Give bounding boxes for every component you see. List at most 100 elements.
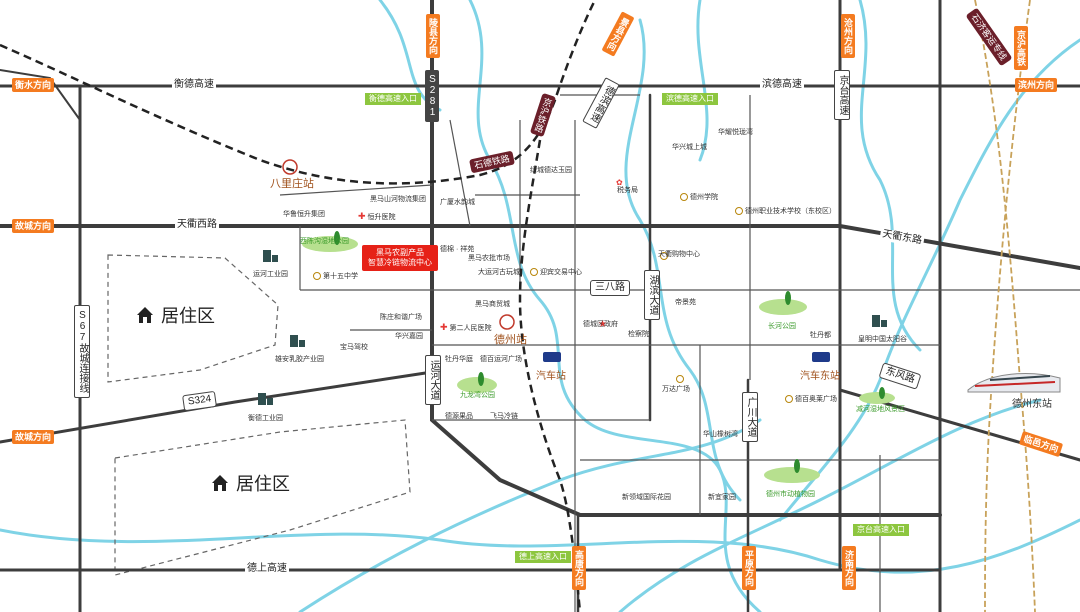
project-highlight: 黑马农副产品 智慧冷链物流中心 bbox=[362, 245, 438, 271]
star-icon: ★ bbox=[598, 319, 607, 330]
poi-label: ✚第二人民医院 bbox=[440, 323, 492, 333]
poi-text: 恒升医院 bbox=[367, 214, 396, 221]
poi-label: 迎宾交易中心 bbox=[530, 268, 582, 277]
bus-icons bbox=[543, 352, 830, 362]
poi-label: 陈庄和谐广场 bbox=[380, 314, 422, 321]
road-label: S281 bbox=[425, 70, 439, 122]
direction-tag: 故城方向 bbox=[12, 219, 55, 233]
poi-label bbox=[676, 375, 686, 384]
poi-dot-icon bbox=[785, 395, 793, 404]
road-label: 滨德高速 bbox=[760, 79, 804, 91]
poi-label: 牡丹都 bbox=[810, 332, 831, 339]
poi-text: 德百奥莱广场 bbox=[795, 396, 837, 403]
poi-label: 绿城德达玉园 bbox=[530, 167, 572, 174]
park-label: 德州市动植物园 bbox=[766, 491, 815, 498]
bus-station-label: 汽车站 bbox=[536, 371, 566, 382]
poi-label: 新领域国际花园 bbox=[622, 494, 671, 501]
direction-tag: 高唐方向 bbox=[572, 546, 586, 590]
poi-label: 万达广场 bbox=[662, 386, 690, 393]
poi-label: 牡丹华庭 bbox=[445, 356, 473, 363]
direction-tag: 滨州方向 bbox=[1015, 78, 1058, 92]
poi-label: 德百奥莱广场 bbox=[785, 395, 837, 404]
direction-tag: 平原方向 bbox=[742, 546, 756, 590]
poi-dot-icon bbox=[530, 268, 538, 277]
poi-label: ★ bbox=[598, 320, 609, 330]
poi-label: 天衢购物中心 bbox=[658, 251, 700, 258]
railways bbox=[0, 0, 597, 612]
poi-label: 华鲁恒升集团 bbox=[283, 211, 325, 218]
residential-zone-text: 居住区 bbox=[236, 474, 290, 494]
park-label: 西陈沟湿地公园 bbox=[300, 238, 349, 245]
residential-zone-label: 居住区 bbox=[210, 470, 290, 496]
park-label: 长河公园 bbox=[768, 323, 796, 330]
road-label: 衡德高速 bbox=[172, 79, 216, 91]
park-trees bbox=[334, 231, 885, 473]
poi-label: 检察院 bbox=[628, 331, 649, 338]
poi-label: 德百运河广场 bbox=[480, 356, 522, 363]
poi-label: 华兴嘉园 bbox=[395, 333, 423, 340]
direction-tag: 陵县方向 bbox=[426, 14, 440, 58]
road-label: 运河大道 bbox=[425, 355, 441, 405]
residential-zone-text: 居住区 bbox=[161, 306, 215, 326]
direction-tag: 沧州方向 bbox=[841, 14, 855, 58]
poi-text: 德州职业技术学校（东校区） bbox=[745, 208, 836, 215]
residential-zones bbox=[107, 254, 411, 576]
poi-label: 税务局 bbox=[617, 187, 638, 194]
project-line-1: 黑马农副产品 bbox=[376, 248, 424, 257]
poi-text: 第二人民医院 bbox=[449, 325, 492, 332]
high-speed-rail bbox=[974, 0, 1036, 612]
poi-label: ✿ bbox=[616, 178, 625, 188]
bus-station-label: 汽车东站 bbox=[800, 371, 840, 382]
poi-dot-icon bbox=[676, 375, 684, 384]
poi-label: 第十五中学 bbox=[313, 272, 358, 281]
poi-label: 皇明中国太阳谷 bbox=[858, 336, 907, 343]
station-label: 德州站 bbox=[494, 334, 527, 346]
station-markers bbox=[282, 159, 515, 330]
house-icon bbox=[212, 475, 228, 491]
poi-dot-icon bbox=[660, 252, 668, 261]
park-label: 减河湿地风景区 bbox=[856, 406, 905, 413]
poi-label: 广厦水韵城 bbox=[440, 199, 475, 206]
parks bbox=[302, 236, 895, 483]
poi-label: 大运河古玩城 bbox=[478, 269, 520, 276]
residential-zone-label: 居住区 bbox=[135, 302, 215, 328]
entrance-tag: 滨德高速入口 bbox=[662, 93, 718, 105]
poi-label: 新宜家园 bbox=[708, 494, 736, 501]
direction-tag: 京沪高铁 bbox=[1014, 26, 1028, 70]
entrance-tag: 衡德高速入口 bbox=[365, 93, 421, 105]
poi-label: 德源果品 bbox=[445, 413, 473, 420]
entrance-tag: 京台高速入口 bbox=[853, 524, 909, 536]
poi-label: 宝马驾校 bbox=[340, 344, 368, 351]
poi-label: 华耀悦珑湾 bbox=[718, 129, 753, 136]
direction-tag: 济南方向 bbox=[842, 546, 856, 590]
poi-label: 德城区政府 bbox=[583, 321, 618, 328]
hospital-icon: ✚ bbox=[440, 322, 448, 332]
poi-dot-icon bbox=[680, 193, 688, 202]
poi-label: 德棉 · 祥苑 bbox=[440, 246, 475, 253]
poi-dot-icon bbox=[313, 272, 321, 281]
poi-label: 华山橡树湾 bbox=[703, 431, 738, 438]
building-icons bbox=[258, 250, 887, 405]
direction-tag: 衡水方向 bbox=[12, 78, 55, 92]
station-label: 德州东站 bbox=[1012, 399, 1052, 410]
road-label: 德上高速 bbox=[245, 563, 289, 575]
park-label: 九龙湾公园 bbox=[460, 392, 495, 399]
project-line-2: 智慧冷链物流中心 bbox=[368, 258, 432, 267]
house-icon bbox=[137, 307, 153, 323]
poi-dot-icon bbox=[735, 207, 743, 216]
road-label: 京台高速 bbox=[834, 70, 850, 120]
road-label: 天衢西路 bbox=[175, 219, 219, 231]
poi-text: 迎宾交易中心 bbox=[540, 269, 582, 276]
road-label: 湖滨大道 bbox=[644, 270, 660, 320]
poi-label: 黑马农批市场 bbox=[468, 255, 510, 262]
poi-label: 黑马山河物流集团 bbox=[370, 196, 426, 203]
road-label: S67故城连接线 bbox=[74, 305, 90, 398]
poi-label: 德州学院 bbox=[680, 193, 718, 202]
poi-label: 帝景苑 bbox=[675, 299, 696, 306]
poi-label: ✚恒升医院 bbox=[358, 212, 396, 222]
poi-label bbox=[660, 252, 670, 261]
poi-label: 华兴城上城 bbox=[672, 144, 707, 151]
poi-label: 飞马冷链 bbox=[490, 413, 518, 420]
